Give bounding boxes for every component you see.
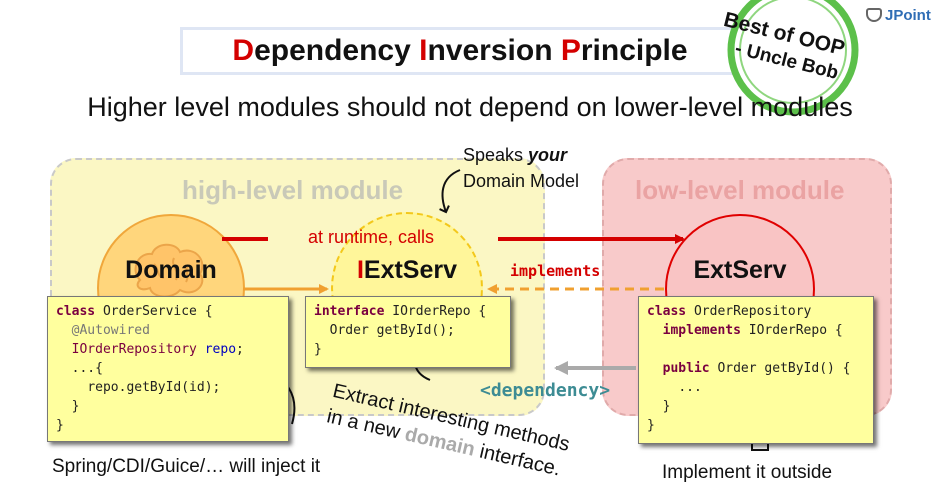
iextserv-label: IExtServ	[356, 256, 458, 284]
jpoint-logo: JPoint	[866, 4, 931, 26]
inject-note: Spring/CDI/Guice/… will inject it	[52, 456, 321, 477]
teapot-icon	[866, 8, 882, 22]
extserv-label: ExtServ	[693, 256, 787, 284]
title-frame	[180, 27, 740, 75]
implement-outside-note: Implement it outside	[662, 462, 833, 483]
best-of-oop-stamp	[722, 0, 864, 118]
domain-label: Domain	[125, 256, 217, 284]
speaks-arrow	[439, 169, 461, 214]
order-service-code-card: class OrderService { @Autowired IOrderRe…	[47, 296, 289, 442]
speaks-domain-model-note: Speaks your Domain Model	[463, 145, 580, 191]
implements-label: implements	[510, 262, 601, 280]
dependency-label: <dependency>	[480, 380, 611, 401]
brain-icon	[130, 240, 210, 300]
high-level-module-label: high-level module	[182, 175, 404, 205]
subtitle: Higher level modules should not depend o…	[87, 92, 853, 122]
low-level-module-label: low-level module	[635, 175, 845, 205]
iorderrepo-interface-code-card: interface IOrderRepo { Order getById();}	[305, 296, 511, 368]
runtime-calls-label: at runtime, calls	[308, 227, 435, 247]
order-repository-code-card: class OrderRepository implements IOrderR…	[638, 296, 874, 444]
page-title: Dependency Inversion Principle	[232, 34, 688, 67]
